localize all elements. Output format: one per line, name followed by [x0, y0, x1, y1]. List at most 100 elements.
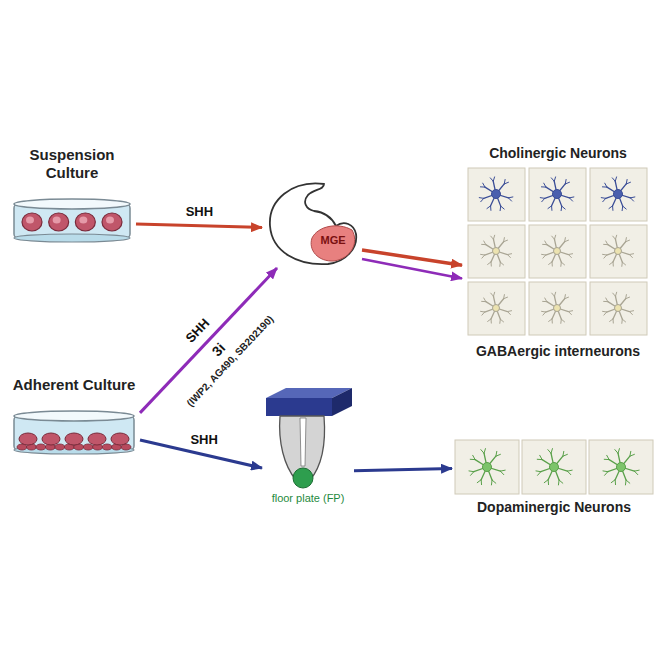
- dendrite-branch: [548, 450, 551, 454]
- cell-panel: [529, 225, 586, 278]
- dendrite-branch: [622, 206, 624, 211]
- dendrite-branch: [563, 454, 568, 456]
- dendrite-branch: [496, 454, 501, 456]
- dendrite-branch: [554, 292, 555, 296]
- dendrite-branch: [607, 455, 609, 459]
- neuron-body: [483, 463, 492, 472]
- brain-outline: [262, 178, 362, 268]
- dendrite-branch: [488, 262, 491, 265]
- dendrite-branch: [545, 298, 547, 302]
- dendrite-branch: [500, 319, 503, 322]
- cell-sphere: [75, 213, 95, 231]
- dendrite-branch: [626, 297, 630, 299]
- adherent-cell: [83, 444, 93, 450]
- neuron-body: [492, 190, 501, 199]
- cell-cluster: [65, 433, 83, 445]
- dendrite-branch: [491, 293, 494, 296]
- cell-sphere: [49, 213, 69, 231]
- dendrite-branch: [562, 206, 565, 209]
- dendrite-branch: [603, 198, 606, 201]
- culture-title: Suspension Culture: [8, 146, 136, 186]
- neural-tube-illustration: [262, 384, 354, 492]
- brain-section: MGE: [262, 178, 362, 268]
- dendrite-branch: [551, 178, 554, 181]
- region-label: floor plate (FP): [262, 492, 354, 505]
- dendrite-branch: [540, 197, 544, 199]
- dendrite-branch: [488, 319, 491, 322]
- dendrite-branch: [504, 297, 508, 299]
- dendrite-branch: [482, 255, 485, 258]
- dendrite-branch: [538, 472, 541, 476]
- dendrite-branch: [481, 254, 485, 256]
- tube-lumen: [300, 418, 306, 466]
- dendrite-branch: [487, 206, 491, 209]
- dish-bottom: [14, 234, 130, 242]
- dendrite-branch: [548, 206, 552, 209]
- cell-panel: [468, 282, 525, 335]
- dendrite-branch: [623, 206, 626, 209]
- dendrite-branch: [561, 206, 563, 211]
- dendrite-branch: [484, 241, 486, 245]
- dendrite-branch: [622, 319, 625, 322]
- dendrite-branch: [481, 311, 485, 313]
- dendrite-branch: [603, 311, 607, 313]
- edge-label: SHH: [182, 314, 214, 347]
- cell-sphere: [102, 213, 122, 231]
- cell-panel: [468, 225, 525, 278]
- dendrite-branch: [544, 480, 548, 483]
- dendrite-branch: [500, 471, 503, 475]
- neuron-body: [615, 248, 622, 255]
- neuron-body: [493, 248, 500, 255]
- dendrite-branch: [615, 177, 616, 181]
- dendrite-branch: [482, 312, 485, 315]
- dendrite-branch: [560, 319, 562, 323]
- cell-core: [106, 217, 114, 224]
- dendrite-branch: [630, 454, 635, 456]
- dendrite-branch: [542, 254, 546, 256]
- neural-tube: floor plate (FP): [262, 384, 354, 524]
- neuron-type-title: GABAergic interneurons: [462, 340, 654, 362]
- dendrite-branch: [481, 198, 484, 201]
- hemisphere-outline: [270, 183, 356, 264]
- cell-core: [79, 217, 87, 224]
- dendrite-branch: [507, 312, 510, 315]
- dendrite-branch: [606, 298, 608, 302]
- dendrite-branch: [492, 480, 496, 483]
- dendrite-branch: [565, 182, 569, 184]
- dendrite-branch: [477, 480, 481, 483]
- cell-panel: [589, 440, 653, 494]
- slab-side: [332, 388, 352, 416]
- cell-core: [26, 217, 34, 224]
- dendrite-branch: [504, 240, 508, 242]
- dendrite-branch: [569, 198, 572, 201]
- culture-title: Adherent Culture: [8, 376, 140, 398]
- dendrite-branch: [549, 319, 552, 322]
- dendrite-branch: [479, 197, 483, 199]
- dendrite-branch: [552, 293, 555, 296]
- dendrite-branch: [605, 183, 607, 187]
- dish-rim: [14, 411, 134, 421]
- arrow-connector: [140, 268, 277, 413]
- slab-front: [266, 398, 332, 416]
- dendrite-branch: [501, 206, 504, 209]
- cell-panel: [529, 168, 586, 221]
- dendrite-branch: [560, 262, 562, 266]
- neuron-body: [615, 305, 622, 312]
- dendrite-branch: [543, 312, 546, 315]
- dendrite-branch: [565, 297, 569, 299]
- neuron-body: [493, 305, 500, 312]
- dendrite-branch: [626, 480, 630, 483]
- neuron-panel: Dopaminergic Neurons: [452, 438, 656, 518]
- cell-cluster: [111, 433, 129, 445]
- dendrite-branch: [612, 178, 615, 181]
- dendrite-branch: [504, 182, 508, 184]
- dendrite-branch: [544, 183, 546, 187]
- dendrite-branch: [603, 470, 608, 472]
- dendrite-branch: [625, 480, 627, 485]
- dendrite-branch: [568, 255, 571, 258]
- neuron-body: [550, 463, 559, 472]
- adherent-cell: [36, 444, 46, 450]
- dendrite-branch: [540, 455, 542, 459]
- arrow-connector: [354, 468, 452, 470]
